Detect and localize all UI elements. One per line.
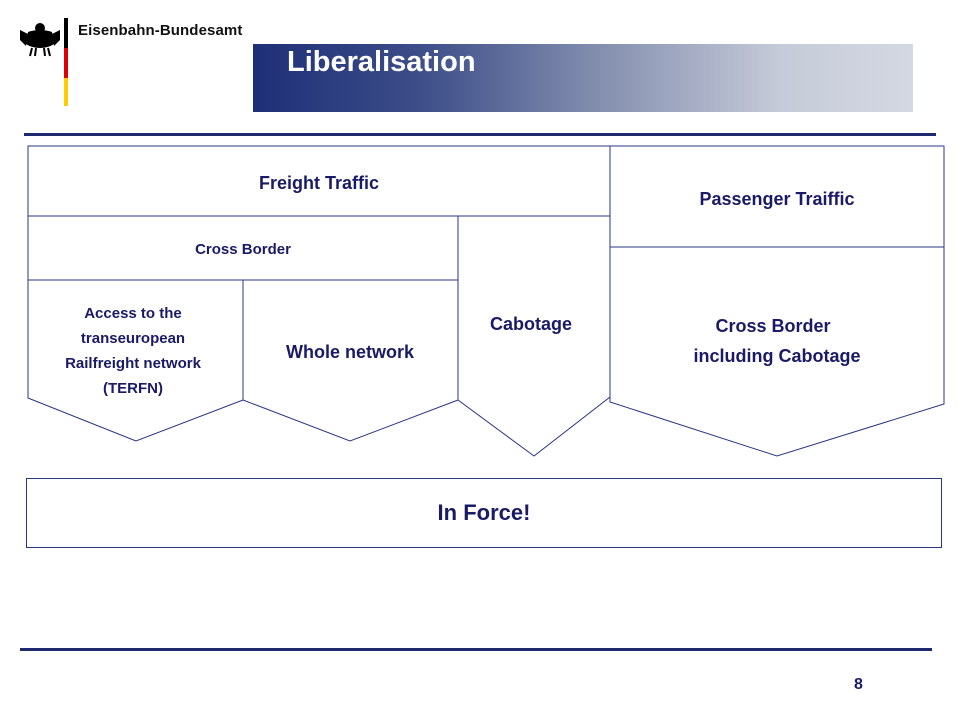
passenger-cross-border-line-1: Cross Border: [715, 316, 830, 336]
passenger-cross-border-line-2: including Cabotage: [693, 346, 860, 366]
flag-red: [64, 48, 68, 78]
access-terfn-arrow: [27, 279, 244, 442]
org-name: Eisenbahn-Bundesamt: [78, 22, 243, 39]
flag-gold: [64, 78, 68, 106]
top-divider: [24, 133, 936, 136]
passenger-cross-border-arrow: [609, 246, 945, 457]
access-terfn-label: Access to the transeuropean Railfreight …: [65, 305, 202, 397]
access-line-3: Railfreight network: [65, 355, 202, 372]
access-line-2: transeuropean: [81, 330, 185, 347]
title-band: Liberalisation: [253, 44, 913, 112]
cabotage-arrow: [457, 215, 611, 457]
federal-eagle-icon: [20, 18, 68, 106]
logo: [18, 18, 238, 110]
in-force-label: In Force!: [437, 500, 531, 525]
slide-title: Liberalisation: [287, 46, 476, 78]
freight-traffic-label: Freight Traffic: [259, 173, 379, 193]
flag-black: [64, 18, 68, 48]
bottom-divider: [20, 648, 932, 651]
whole-network-arrow: [242, 279, 459, 442]
page-number: 8: [854, 676, 863, 693]
whole-network-label: Whole network: [286, 342, 415, 362]
passenger-traffic-label: Passenger Traiffic: [699, 189, 854, 209]
access-line-1: Access to the: [84, 305, 182, 322]
access-line-4: (TERFN): [103, 380, 163, 397]
cross-border-label: Cross Border: [195, 241, 291, 258]
in-force-box: In Force!: [26, 478, 942, 548]
cabotage-label: Cabotage: [490, 314, 572, 334]
passenger-cross-border-label: Cross Border including Cabotage: [693, 316, 860, 366]
